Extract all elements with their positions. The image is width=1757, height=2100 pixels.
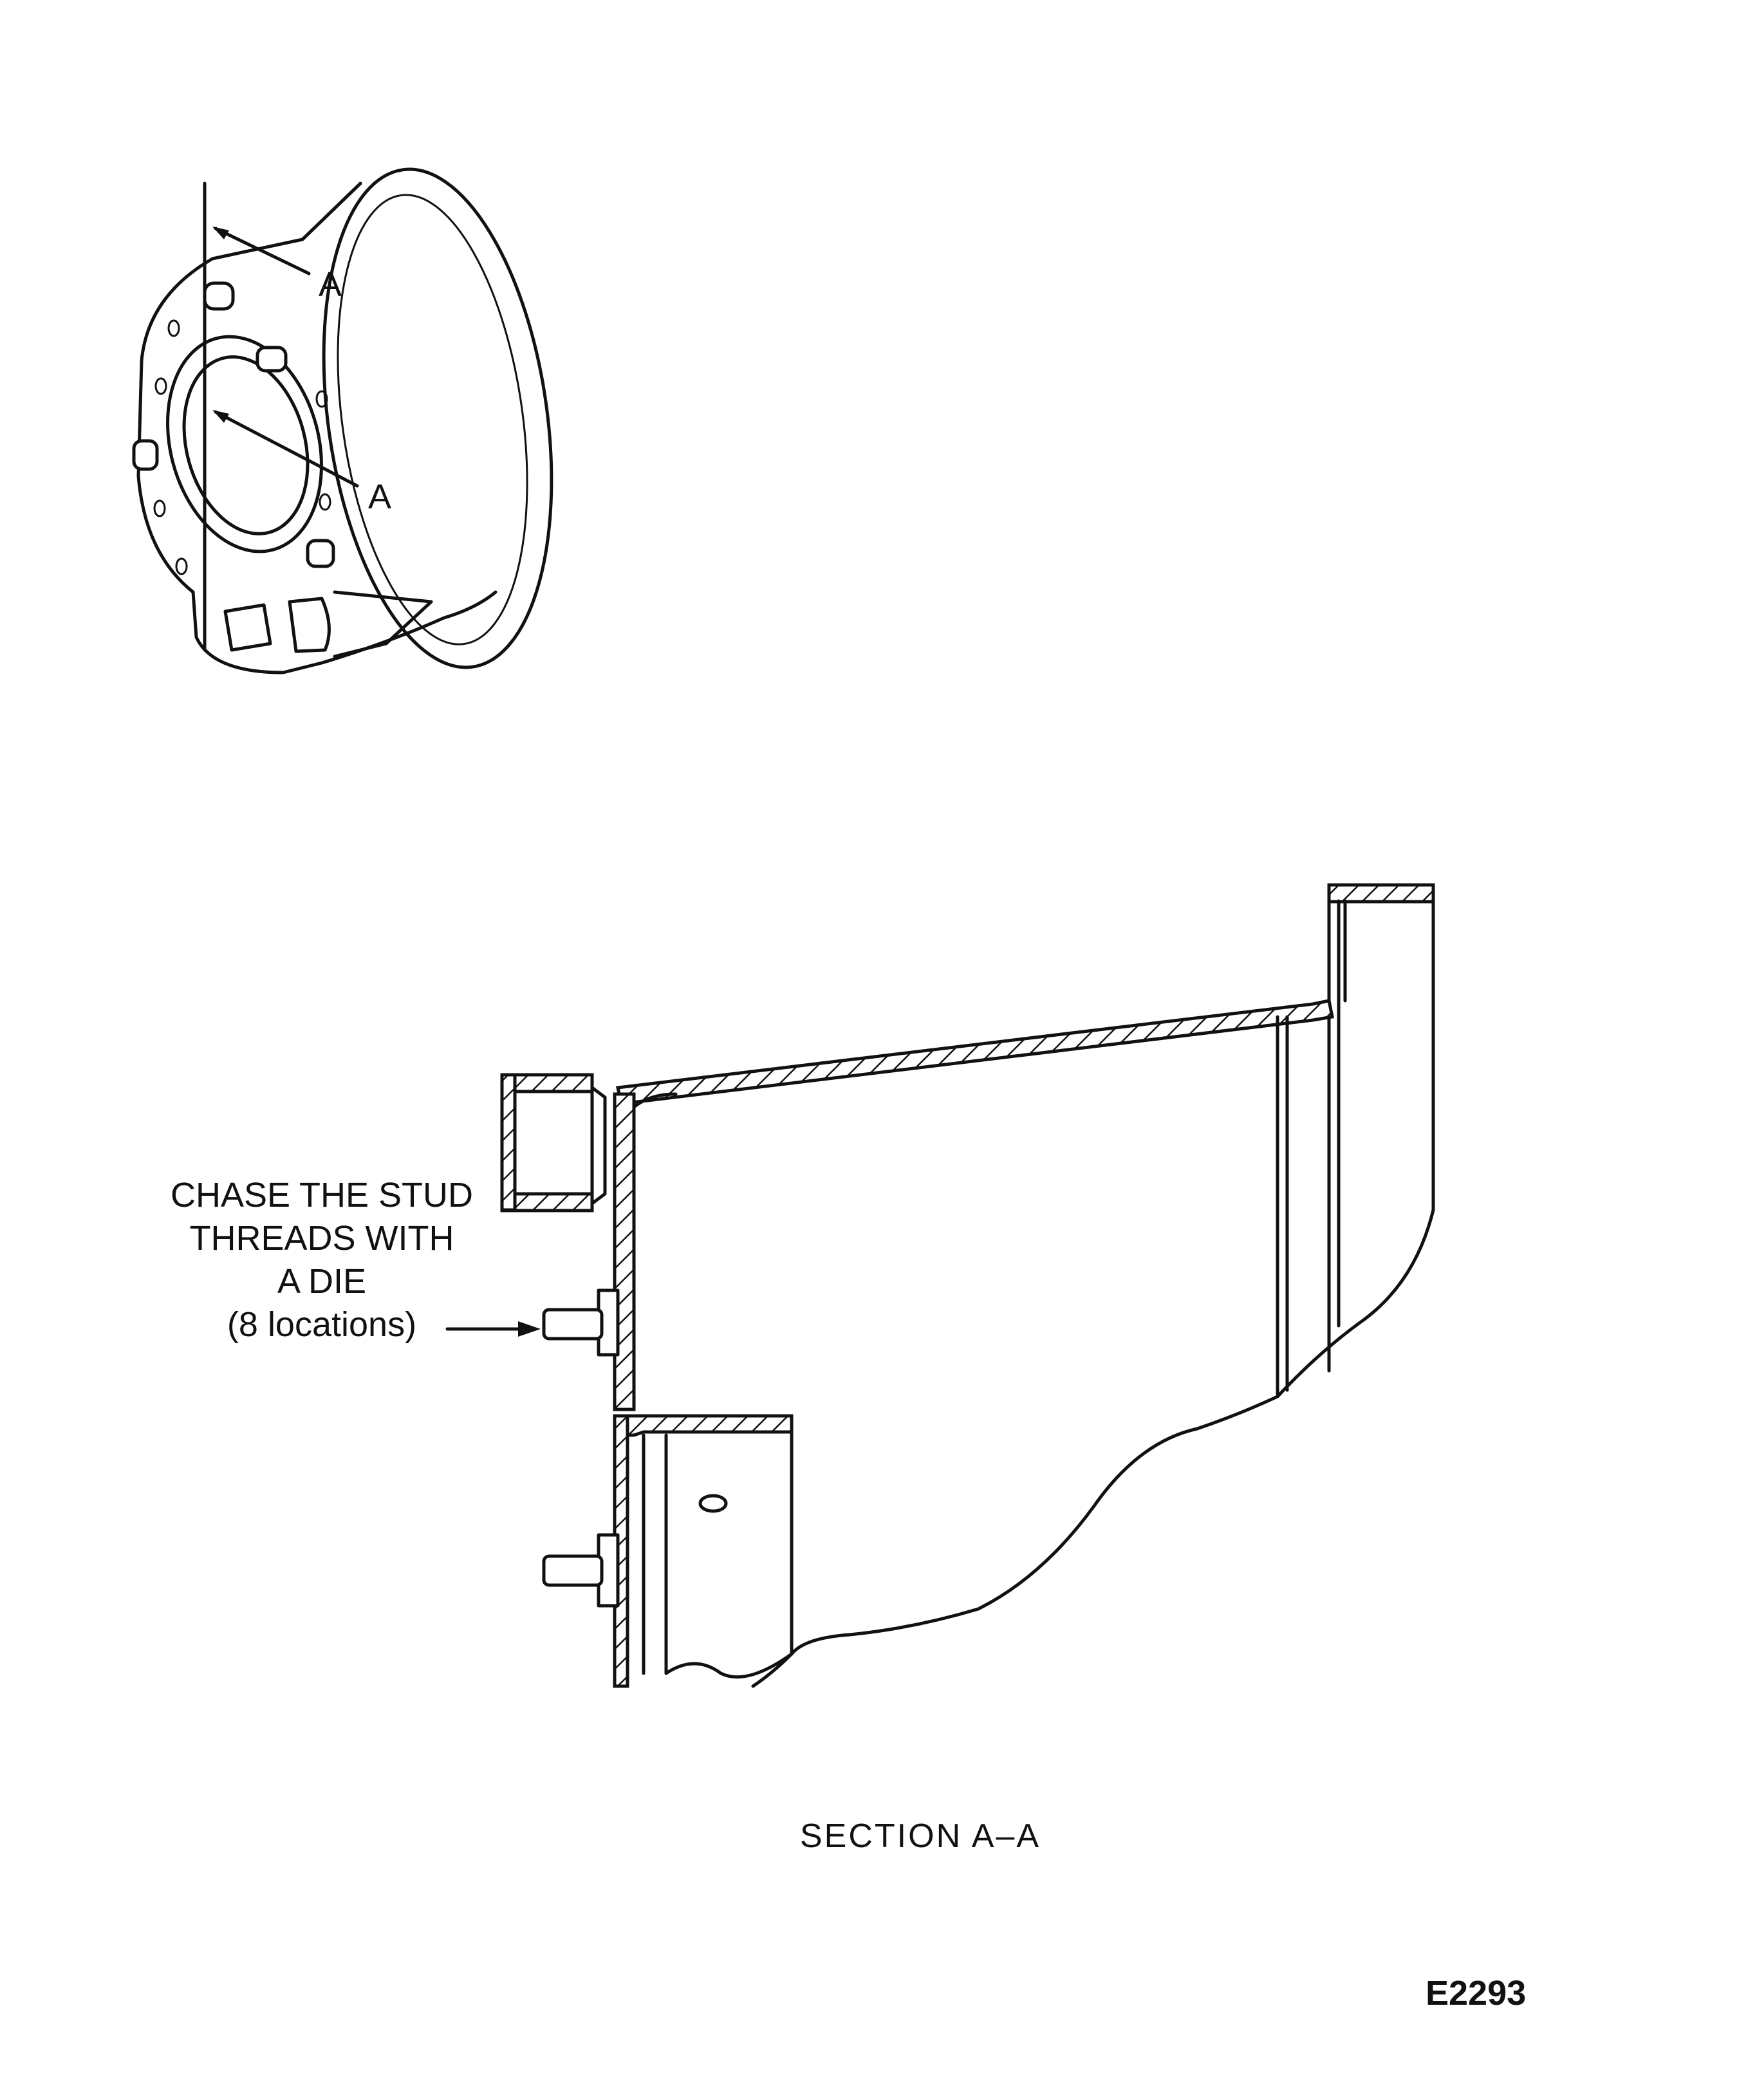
section-label-bottom: A [368, 478, 391, 516]
stud-icon [306, 539, 335, 568]
housing-top-edge [301, 181, 362, 241]
rear-flange-inner [337, 194, 528, 646]
bolt-hole-group [153, 319, 331, 575]
callout-line-2: THREADS WITH [190, 1219, 454, 1258]
break-line [751, 1208, 1435, 1688]
isometric-housing-view: A A [132, 167, 553, 674]
bolt-hole [319, 493, 331, 511]
callout-line-4: (8 locations) [227, 1305, 416, 1344]
bolt-hole [175, 557, 188, 575]
stud-icon [256, 346, 288, 373]
front-bore-outer [166, 335, 323, 553]
bolt-hole [154, 377, 167, 395]
section-caption: SECTION A–A [800, 1817, 1041, 1855]
front-bore-inner [182, 355, 310, 535]
wall-fillet [632, 1092, 678, 1109]
arrow-head-icon [518, 1321, 541, 1337]
flange-top-hatch [1327, 883, 1435, 904]
lower-boss [613, 1414, 794, 1688]
bolt-hole [153, 499, 166, 517]
arrow-a-bottom [214, 410, 359, 488]
callout-line-1: CHASE THE STUD [171, 1176, 473, 1214]
bolt-hole [167, 319, 180, 337]
lug-pocket [288, 597, 331, 653]
section-label-top: A [319, 265, 342, 304]
stud-icon [132, 439, 159, 471]
stud-icon [542, 1288, 620, 1357]
gusset [333, 590, 433, 658]
stud-icon [542, 1533, 620, 1608]
figure-id: E2293 [1426, 1974, 1526, 2012]
arrow-head-icon [212, 227, 229, 239]
bolt-hole [315, 390, 328, 408]
stud-icon [203, 281, 235, 311]
lug-pocket [223, 603, 272, 652]
callout-line-3: A DIE [277, 1262, 366, 1301]
arrow-a-top [214, 227, 311, 275]
callout-text: CHASE THE STUD THREADS WITH A DIE (8 loc… [171, 1176, 473, 1344]
front-wall-hatch [613, 1092, 636, 1411]
section-a-a-view [445, 883, 1435, 1688]
stud-icon-group [132, 281, 335, 568]
shell-wall-hatch [616, 999, 1334, 1106]
bolt-hole [698, 1494, 728, 1513]
arrow-head-icon [212, 410, 229, 423]
upper-boss [500, 1073, 607, 1213]
rear-flange-outer [322, 167, 553, 669]
